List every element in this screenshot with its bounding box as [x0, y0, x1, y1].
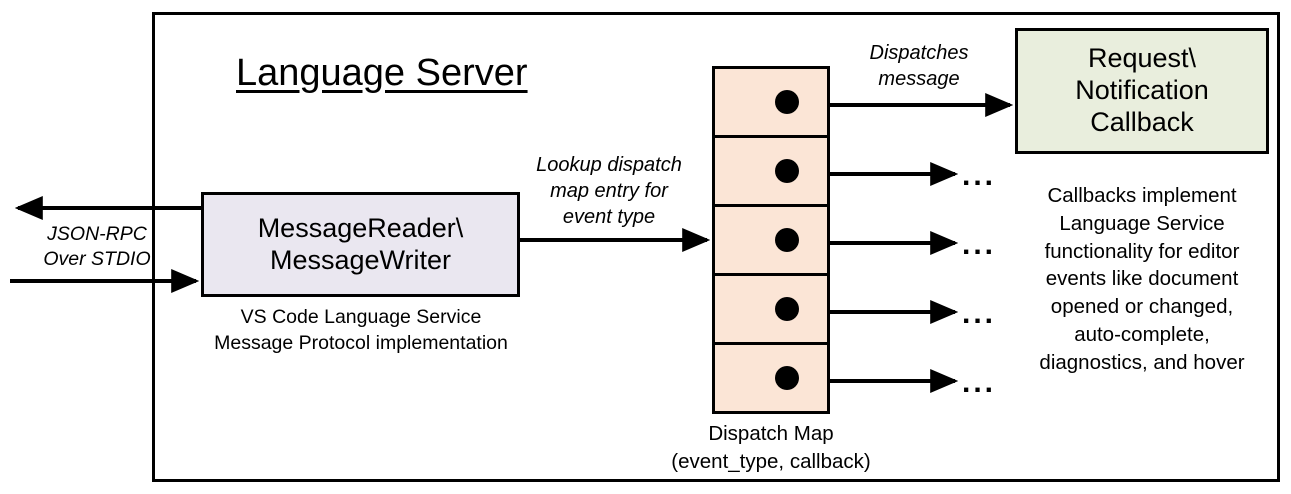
ellipsis-marker: ... — [962, 159, 997, 192]
edge-label-dispatches-line2: message — [878, 68, 960, 90]
edge-label-jsonrpc: JSON-RPC Over STDIO — [22, 222, 172, 273]
callback-caption-line6: auto-complete, — [1074, 322, 1210, 346]
dispatch-map-row[interactable] — [715, 276, 827, 345]
callback-pointer-dot — [775, 228, 799, 252]
dispatch-map-caption: Dispatch Map (event_type, callback) — [640, 420, 902, 475]
dispatch-map-row[interactable] — [715, 345, 827, 411]
page-title: Language Server — [236, 52, 528, 94]
callback-caption-line1: Callbacks implement — [1047, 184, 1237, 207]
edge-label-lookup-dispatch: Lookup dispatch map entry for event type — [516, 152, 702, 230]
callback-pointer-dot — [775, 90, 799, 114]
message-rw-caption-line1: VS Code Language Service — [240, 306, 482, 328]
dispatch-map-caption-line1: Dispatch Map — [708, 422, 834, 445]
ellipsis-marker: ... — [962, 297, 997, 330]
message-reader-writer-box[interactable]: MessageReader\ MessageWriter — [201, 192, 520, 297]
edge-label-dispatches-line1: Dispatches — [869, 42, 969, 64]
edge-label-lookup-line2: map entry for — [550, 180, 668, 202]
callback-caption-line7: diagnostics, and hover — [1039, 350, 1245, 374]
callback-title-line1: Request\ — [1087, 43, 1197, 74]
ellipsis-marker: ... — [962, 366, 997, 399]
dispatch-map-row[interactable] — [715, 207, 827, 276]
callback-caption-line5: opened or changed, — [1050, 295, 1234, 319]
callback-caption-line3: functionality for editor — [1044, 239, 1240, 263]
message-rw-caption: VS Code Language Service Message Protoco… — [185, 305, 537, 357]
language-server-boundary — [152, 12, 1280, 482]
message-rw-caption-line2: Message Protocol implementation — [214, 331, 508, 354]
ellipsis-marker: ... — [962, 228, 997, 261]
edge-label-lookup-line1: Lookup dispatch — [536, 154, 682, 176]
edge-label-dispatches-message: Dispatches message — [834, 40, 1004, 92]
callback-title-line2: Notification — [1075, 75, 1209, 106]
request-notification-callback-box[interactable]: Request\ Notification Callback — [1015, 28, 1269, 154]
dispatch-map-table[interactable] — [712, 66, 830, 414]
message-rw-title-line2: MessageWriter — [269, 244, 452, 275]
callback-pointer-dot — [775, 297, 799, 321]
callback-title-line3: Callback — [1090, 106, 1194, 137]
edge-label-jsonrpc-line2: Over STDIO — [43, 248, 151, 271]
dispatch-map-row[interactable] — [715, 138, 827, 207]
callback-pointer-dot — [775, 366, 799, 390]
message-rw-title-line1: MessageReader\ — [257, 212, 464, 243]
callback-caption: Callbacks implement Language Service fun… — [1007, 182, 1277, 376]
dispatch-map-caption-line2: (event_type, callback) — [671, 449, 871, 473]
edge-label-jsonrpc-line1: JSON-RPC — [47, 223, 147, 245]
callback-caption-line4: events like document — [1045, 267, 1239, 291]
dispatch-map-row[interactable] — [715, 69, 827, 138]
callback-pointer-dot — [775, 159, 799, 183]
edge-label-lookup-line3: event type — [562, 206, 656, 228]
callback-caption-line2: Language Service — [1059, 211, 1225, 235]
